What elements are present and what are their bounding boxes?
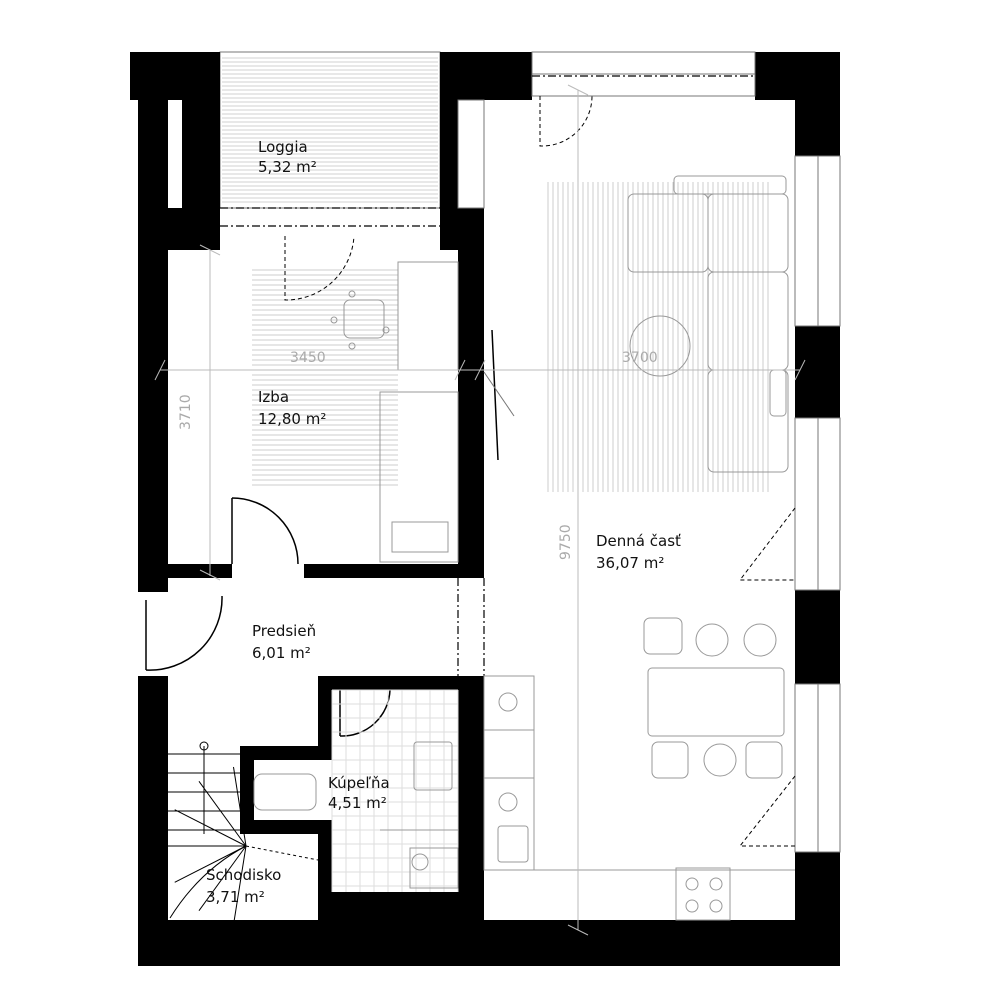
- room-area: 36,07 m²: [596, 554, 664, 572]
- living-furniture: [483, 175, 795, 921]
- room-area: 5,32 m²: [258, 158, 317, 176]
- dim-izba-depth: 3710: [178, 394, 194, 430]
- room-label-predsien: Predsieň 6,01 m²: [252, 622, 316, 662]
- doors: [145, 95, 796, 847]
- dimension-lines: [154, 84, 806, 936]
- room-label-denna: Denná časť 36,07 m²: [596, 532, 681, 572]
- windows: [457, 51, 841, 853]
- room-area: 6,01 m²: [252, 644, 311, 662]
- staircase: [166, 741, 319, 926]
- room-label-kupelna: Kúpeľňa 4,51 m²: [328, 774, 390, 812]
- walls: [130, 52, 840, 966]
- dim-denna-length: 9750: [558, 524, 574, 560]
- room-name: Predsieň: [252, 622, 316, 640]
- room-name: Kúpeľňa: [328, 774, 390, 792]
- dim-denna-width: 3700: [622, 350, 658, 366]
- room-name: Izba: [258, 388, 289, 406]
- room-name: Schodisko: [206, 866, 281, 884]
- room-label-loggia: Loggia 5,32 m²: [258, 138, 317, 176]
- izba-rug: [252, 269, 398, 486]
- izba-furniture: [330, 261, 459, 563]
- room-name: Denná časť: [596, 532, 681, 550]
- living-rug: [547, 182, 769, 492]
- opening-lines: [220, 75, 755, 676]
- room-label-izba: Izba 12,80 m²: [258, 388, 326, 428]
- room-area: 12,80 m²: [258, 410, 326, 428]
- room-label-schodisko: Schodisko 3,71 m²: [206, 866, 281, 906]
- room-area: 4,51 m²: [328, 794, 387, 812]
- room-area: 3,71 m²: [206, 888, 265, 906]
- dim-izba-width: 3450: [290, 350, 326, 366]
- loggia-deck: [222, 57, 438, 203]
- room-name: Loggia: [258, 138, 308, 156]
- bathroom-fixtures: [253, 689, 459, 892]
